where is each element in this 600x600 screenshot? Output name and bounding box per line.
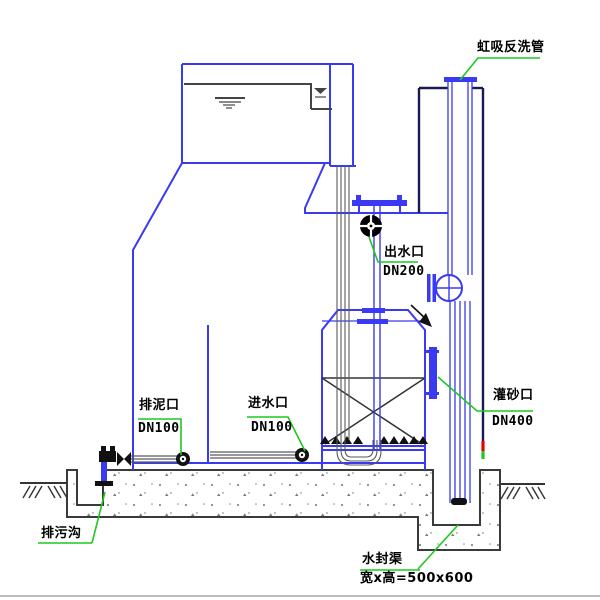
label-outlet: 出水口: [384, 245, 425, 260]
tower-drop-pipes: [449, 301, 471, 505]
label-sand-fill: 灌砂口: [493, 388, 534, 403]
foundation-concrete: [66, 469, 501, 551]
ground-level-right: [500, 483, 546, 500]
label-water-seal-dimension: 宽x高=500x600: [360, 571, 474, 586]
downpipe-u-bend: [336, 166, 382, 466]
label-water-seal-channel: 水封渠: [362, 552, 403, 567]
label-siphon-backwash-pipe: 虹吸反洗管: [477, 40, 545, 55]
central-riser-pipe: [352, 195, 407, 450]
leader-lines: [38, 57, 540, 571]
label-inlet-size: DN100: [251, 420, 293, 435]
mud-drain-pipe: [95, 446, 190, 486]
label-sewage-ditch: 排污沟: [41, 526, 82, 541]
flow-arrow: [410, 304, 432, 327]
label-mud-drain: 排泥口: [139, 398, 180, 413]
label-inlet: 进水口: [248, 396, 289, 411]
ground-level-left: [20, 482, 68, 499]
siphon-backwash-pipe: [444, 77, 477, 275]
water-level-symbol: [184, 83, 332, 110]
sand-fill-flange: [424, 345, 439, 400]
outlet-port-symbol: [359, 214, 383, 238]
inlet-pipe: [210, 448, 309, 462]
siphon-tower: [417, 86, 485, 441]
label-outlet-size: DN200: [383, 264, 425, 279]
pump-valve-symbol: [427, 274, 463, 302]
label-sand-fill-size: DN400: [492, 414, 534, 429]
label-mud-drain-size: DN100: [138, 421, 180, 436]
